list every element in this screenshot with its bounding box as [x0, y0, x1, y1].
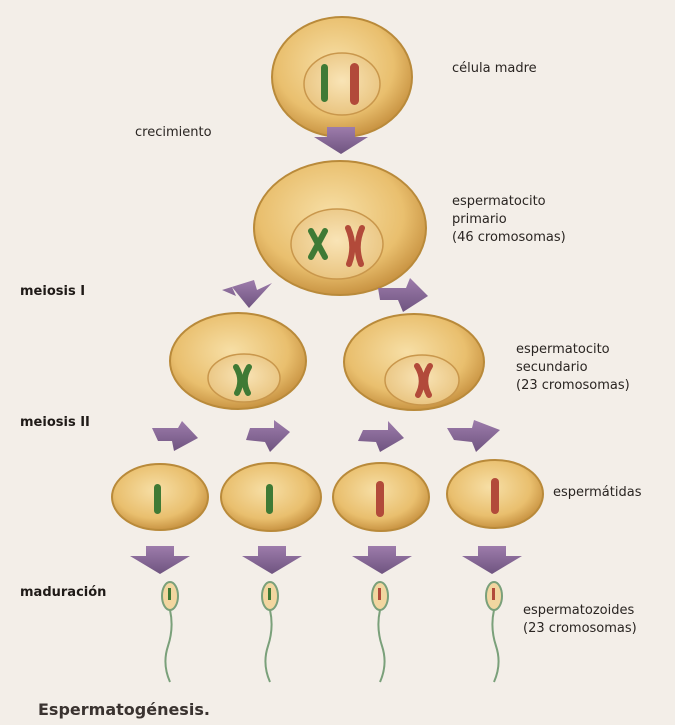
label-spermatozoa: espermatozoides (23 cromosomas) — [523, 602, 637, 638]
arrow-meiosis1-left — [222, 280, 272, 308]
label-line: (46 cromosomas) — [452, 229, 566, 247]
nucleus — [304, 53, 380, 115]
chromosome-green — [321, 64, 328, 102]
spermatid-1 — [112, 464, 208, 530]
chromosome-red — [350, 63, 359, 105]
label-meiosis-1: meiosis I — [20, 283, 85, 301]
spermatid-4 — [447, 460, 543, 528]
label-mother-cell: célula madre — [452, 60, 537, 78]
arrow-meiosis2-1 — [152, 421, 198, 451]
chromosome-green — [154, 484, 161, 514]
label-secondary-spermatocyte: espermatocito secundario (23 cromosomas) — [516, 341, 630, 395]
label-line: espermatozoides — [523, 602, 637, 620]
spermatozoon-2 — [262, 582, 278, 682]
arrow-meiosis2-3 — [358, 421, 404, 452]
secondary-spermatocyte-right — [344, 314, 484, 410]
arrow-maturation-1 — [130, 546, 190, 574]
label-line: espermatocito — [452, 193, 566, 211]
label-meiosis-2: meiosis II — [20, 414, 90, 432]
chromosome-red — [491, 478, 499, 514]
label-primary-spermatocyte: espermatocito primario (46 cromosomas) — [452, 193, 566, 247]
arrow-maturation-4 — [462, 546, 522, 574]
arrow-meiosis2-2 — [246, 420, 290, 452]
spermatozoon-1 — [162, 582, 178, 682]
label-line: espermatocito — [516, 341, 630, 359]
figure-caption: Espermatogénesis. — [38, 700, 210, 719]
label-maturation: maduración — [20, 584, 106, 602]
spermatid-2 — [221, 463, 321, 531]
chromosome-green — [266, 484, 273, 514]
mother-cell — [272, 17, 412, 137]
label-line: (23 cromosomas) — [523, 620, 637, 638]
label-line: primario — [452, 211, 566, 229]
spermatozoon-4 — [486, 582, 502, 682]
chromosome-red — [376, 481, 384, 517]
label-line: (23 cromosomas) — [516, 377, 630, 395]
primary-spermatocyte-cell — [254, 161, 426, 295]
label-spermatids: espermátidas — [553, 484, 641, 502]
spermatid-3 — [333, 463, 429, 531]
secondary-spermatocyte-left — [170, 313, 306, 409]
arrow-maturation-3 — [352, 546, 412, 574]
arrow-meiosis2-4 — [447, 420, 500, 452]
spermatozoon-3 — [372, 582, 388, 682]
label-growth: crecimiento — [135, 124, 212, 142]
nucleus — [291, 209, 383, 279]
arrow-maturation-2 — [242, 546, 302, 574]
label-line: secundario — [516, 359, 630, 377]
